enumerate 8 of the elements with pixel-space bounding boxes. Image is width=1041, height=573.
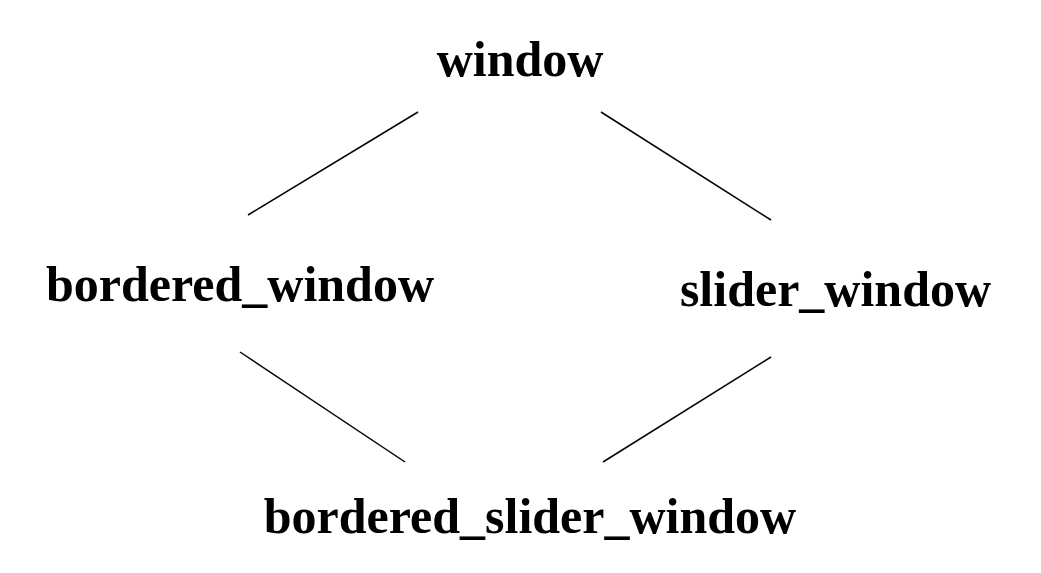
connector-line xyxy=(239,351,406,463)
node-label: bordered_slider_window xyxy=(263,491,797,541)
node-label: slider_window xyxy=(679,263,992,314)
connector-line xyxy=(600,111,772,221)
connector-line xyxy=(602,356,772,463)
connector-line xyxy=(247,111,419,216)
node-label: window xyxy=(436,33,604,84)
node-label: bordered_window xyxy=(46,258,434,309)
